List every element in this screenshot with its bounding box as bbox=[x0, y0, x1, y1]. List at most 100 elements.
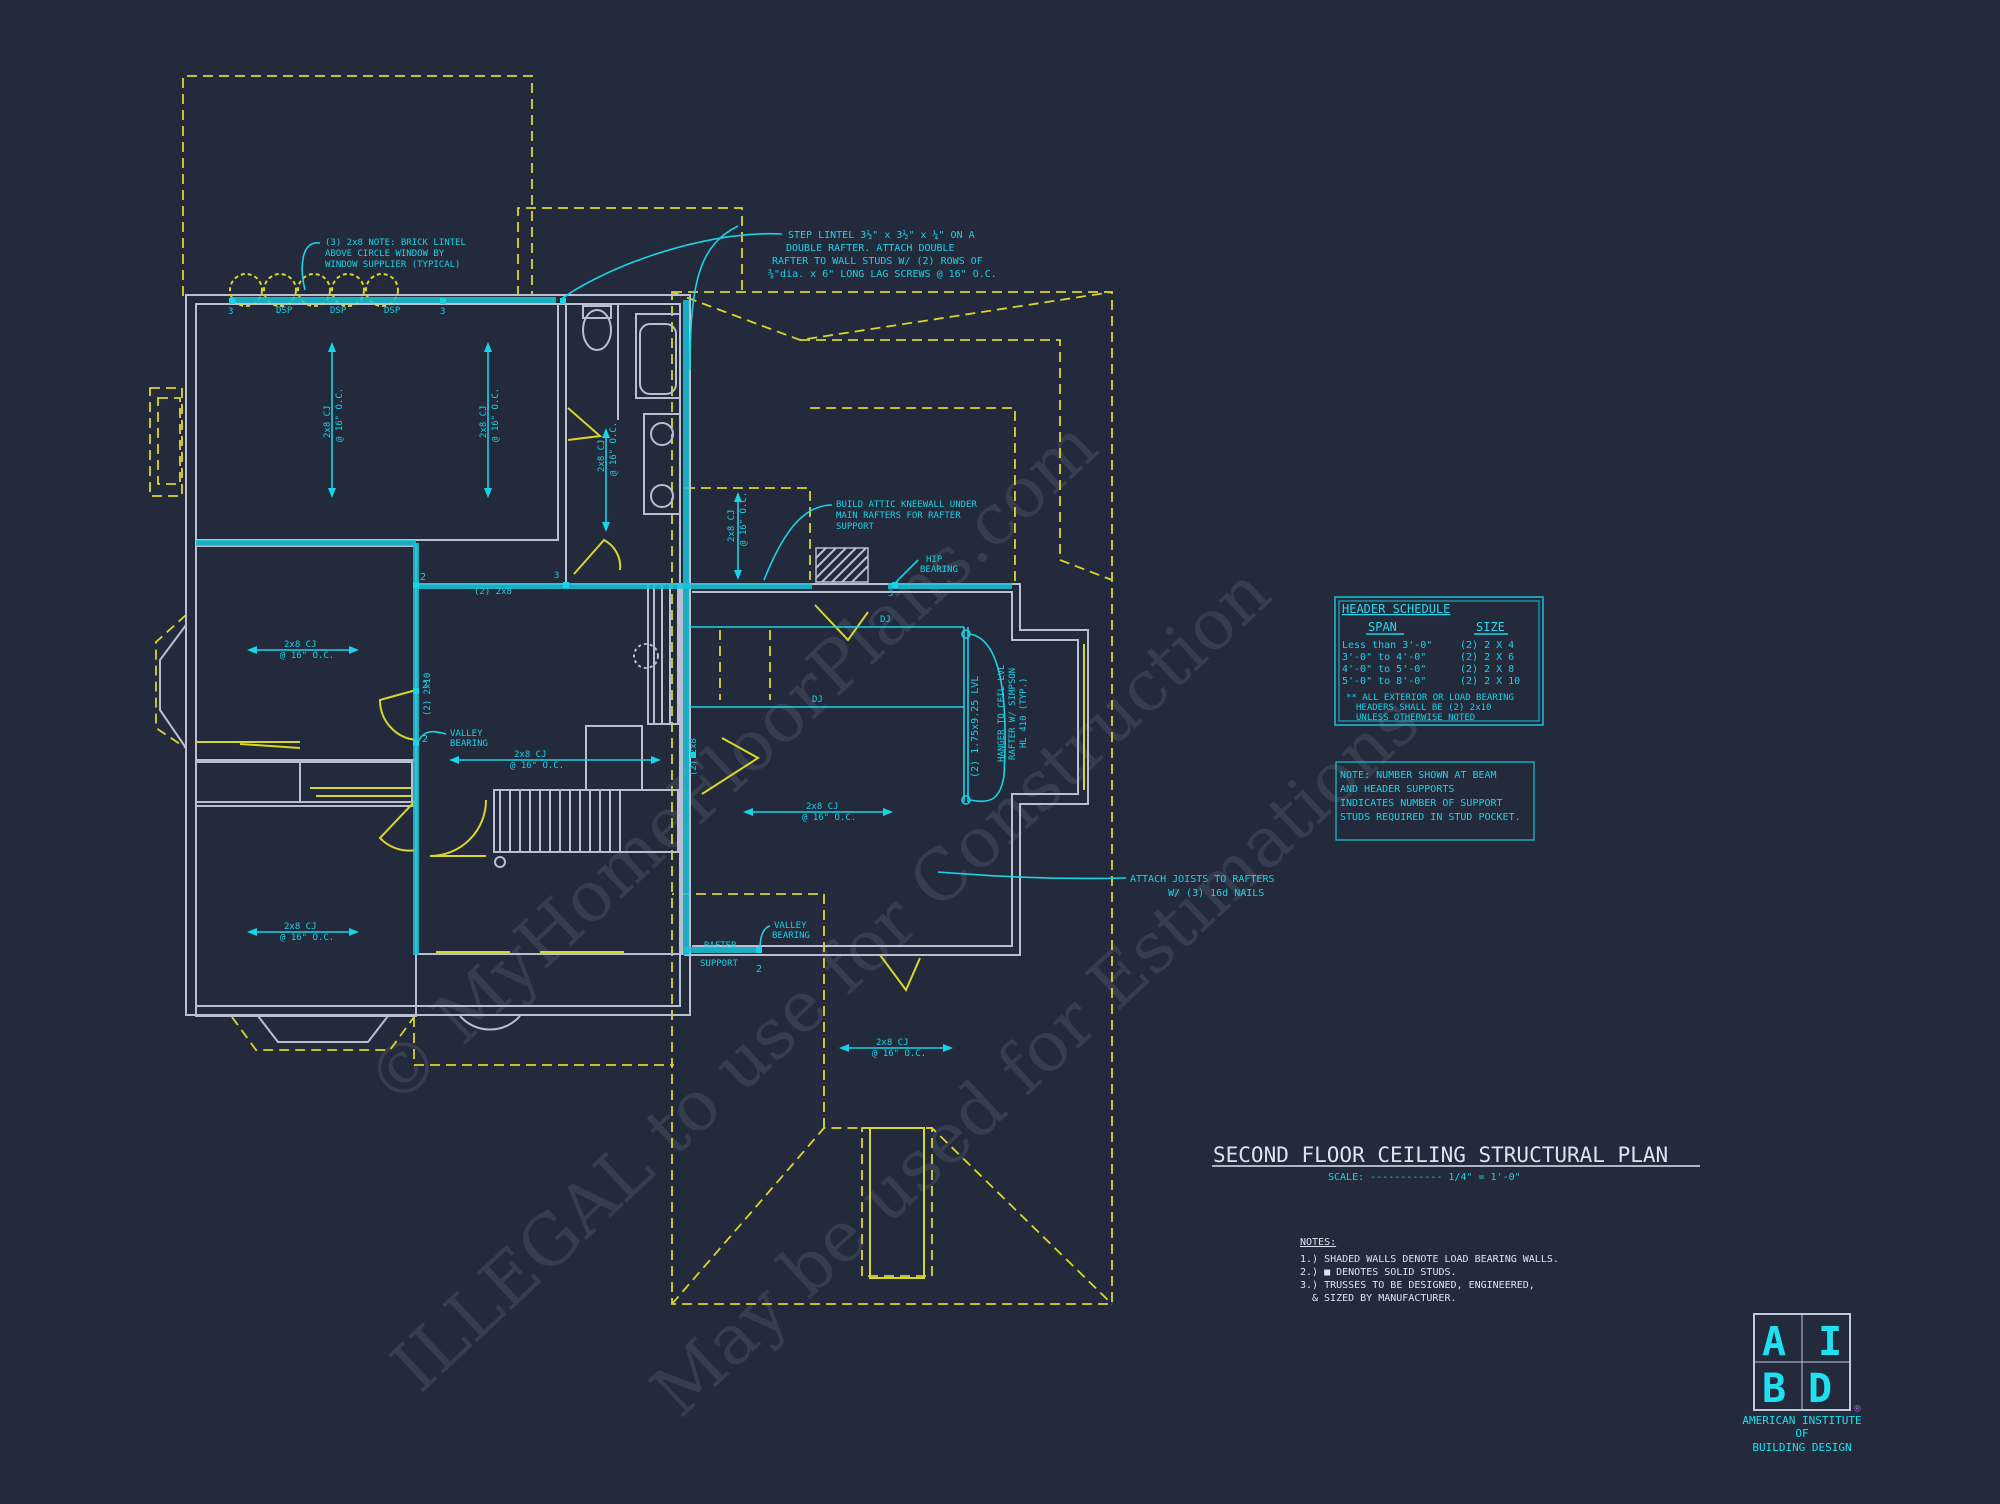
support-count: 2 bbox=[422, 734, 428, 745]
general-notes: NOTES: 1.) SHADED WALLS DENOTE LOAD BEAR… bbox=[1300, 1237, 1559, 1304]
hanger-note: HANGER TO CEIL LVL bbox=[997, 664, 1007, 762]
support-note-line: STUDS REQUIRED IN STUD POCKET. bbox=[1340, 812, 1521, 823]
brick-lintel-note: (3) 2x8 NOTE: BRICK LINTEL bbox=[325, 238, 466, 248]
joist-label-cj: 2x8 CJ bbox=[727, 509, 737, 542]
dj-label: DJ bbox=[880, 615, 891, 625]
kneewall-note: BUILD ATTIC KNEEWALL UNDER bbox=[836, 500, 977, 510]
joist-label-cj: 2x8 CJ bbox=[597, 439, 607, 472]
support-note: NOTE: NUMBER SHOWN AT BEAM AND HEADER SU… bbox=[1335, 761, 1535, 841]
valley-bearing-label: BEARING bbox=[772, 931, 810, 941]
note-item: 2.) ■ DENOTES SOLID STUDS. bbox=[1300, 1267, 1457, 1278]
schedule-footnote: HEADERS SHALL BE (2) 2x10 bbox=[1356, 703, 1491, 713]
hip-bearing-label: HIP bbox=[926, 555, 943, 565]
logo-text: OF bbox=[1795, 1427, 1808, 1440]
joist-label-oc: @ 16" O.C. bbox=[609, 422, 619, 476]
dsp-label: DSP bbox=[384, 306, 401, 316]
hanger-note: HL 410 (TYP.) bbox=[1019, 678, 1029, 748]
joist-label-oc: @ 16" O.C. bbox=[491, 388, 501, 442]
logo-text: AMERICAN INSTITUTE bbox=[1742, 1414, 1861, 1427]
rafter-support-label: RAFTER bbox=[704, 941, 737, 951]
joist-label-oc: @ 16" O.C. bbox=[802, 813, 856, 823]
schedule-span: 3'-0" to 4'-0" bbox=[1342, 652, 1426, 663]
header-schedule: HEADER SCHEDULE SPAN SIZE Less than 3'-0… bbox=[1334, 596, 1544, 726]
support-count: 3 bbox=[440, 307, 445, 317]
valley-bearing-label: BEARING bbox=[450, 739, 488, 749]
valley-bearing-label: VALLEY bbox=[450, 729, 483, 739]
header-schedule-col-span: SPAN bbox=[1368, 620, 1397, 634]
brick-lintel-note: ABOVE CIRCLE WINDOW BY bbox=[325, 249, 445, 259]
joist-label-oc: @ 16" O.C. bbox=[280, 933, 334, 943]
notes-title: NOTES: bbox=[1300, 1237, 1336, 1248]
support-count: 3 bbox=[888, 589, 893, 599]
joist-label-cj: 2x8 CJ bbox=[479, 405, 489, 438]
support-count: 3 bbox=[228, 307, 233, 317]
joist-label-cj: 2x8 CJ bbox=[876, 1038, 909, 1048]
step-lintel-note: RAFTER TO WALL STUDS W/ (2) ROWS OF bbox=[772, 256, 983, 267]
joist-label-oc: @ 16" O.C. bbox=[739, 492, 749, 546]
schedule-span: 4'-0" to 5'-0" bbox=[1342, 664, 1426, 675]
joist-arrows bbox=[247, 342, 953, 1052]
header-schedule-title: HEADER SCHEDULE bbox=[1342, 602, 1450, 616]
logo-letter-b: B bbox=[1762, 1366, 1786, 1412]
kneewall-note: SUPPORT bbox=[836, 522, 875, 532]
beam-label: (2) 2x8 bbox=[689, 738, 699, 776]
schedule-footnote: UNLESS OTHERWISE NOTED bbox=[1356, 713, 1475, 723]
callouts: (3) 2x8 NOTE: BRICK LINTEL ABOVE CIRCLE … bbox=[276, 225, 1275, 969]
roof-outline-group bbox=[149, 75, 1113, 1305]
logo-letter-i: I bbox=[1818, 1319, 1842, 1365]
joist-label-oc: @ 16" O.C. bbox=[510, 761, 564, 771]
logo-text: BUILDING DESIGN bbox=[1752, 1441, 1851, 1454]
dsp-label: DSP bbox=[276, 306, 293, 316]
schedule-span: 5'-0" to 8'-0" bbox=[1342, 676, 1426, 687]
note-item: 1.) SHADED WALLS DENOTE LOAD BEARING WAL… bbox=[1300, 1254, 1559, 1265]
joist-label-oc: @ 16" O.C. bbox=[335, 388, 345, 442]
beam-label: (2) 2x10 bbox=[423, 673, 433, 716]
hanger-note: RAFTER W/ SIMPSON bbox=[1008, 668, 1018, 760]
logo-letter-a: A bbox=[1762, 1319, 1786, 1365]
attach-joists-note: W/ (3) 16d NAILS bbox=[1168, 888, 1264, 899]
joist-label-cj: 2x8 CJ bbox=[323, 405, 333, 438]
step-lintel-note: ⅜"dia. x 6" LONG LAG SCREWS @ 16" O.C. bbox=[768, 268, 997, 280]
plan-title: SECOND FLOOR CEILING STRUCTURAL PLAN bbox=[1213, 1143, 1668, 1167]
lvl-beam-label: (2) 1.75x9.25 LVL bbox=[970, 676, 981, 778]
joist-label-cj: 2x8 CJ bbox=[514, 750, 547, 760]
schedule-footnote: ** ALL EXTERIOR OR LOAD BEARING bbox=[1346, 693, 1514, 703]
valley-bearing-label: VALLEY bbox=[774, 921, 807, 931]
support-count: 2 bbox=[422, 680, 428, 691]
load-bearing-walls bbox=[196, 297, 1012, 955]
schedule-size: (2) 2 X 4 bbox=[1460, 640, 1514, 651]
step-lintel-note: DOUBLE RAFTER. ATTACH DOUBLE bbox=[786, 243, 955, 254]
joist-label-oc: @ 16" O.C. bbox=[872, 1049, 926, 1059]
schedule-size: (2) 2 X 6 bbox=[1460, 652, 1514, 663]
joist-label-cj: 2x8 CJ bbox=[284, 640, 317, 650]
kneewall-note: MAIN RAFTERS FOR RAFTER bbox=[836, 511, 961, 521]
brick-lintel-note: WINDOW SUPPLIER (TYPICAL) bbox=[325, 260, 460, 270]
support-count: 3 bbox=[554, 571, 559, 581]
support-note-line: AND HEADER SUPPORTS bbox=[1340, 784, 1454, 795]
joist-label-cj: 2x8 CJ bbox=[806, 802, 839, 812]
schedule-size: (2) 2 X 8 bbox=[1460, 664, 1514, 675]
plan-title-block: SECOND FLOOR CEILING STRUCTURAL PLAN SCA… bbox=[1212, 1143, 1700, 1183]
support-count: 2 bbox=[420, 572, 426, 583]
hip-bearing-label: BEARING bbox=[920, 565, 958, 575]
rafter-support-label: SUPPORT bbox=[700, 959, 739, 969]
logo-registered: ® bbox=[1854, 1402, 1861, 1415]
note-item: 3.) TRUSSES TO BE DESIGNED, ENGINEERED, bbox=[1300, 1280, 1535, 1291]
step-lintel-note: STEP LINTEL 3½" x 3½" x ¼" ON A bbox=[788, 229, 975, 241]
support-note-line: NOTE: NUMBER SHOWN AT BEAM bbox=[1340, 770, 1497, 781]
plan-scale: SCALE: ------------ 1/4" = 1'-0" bbox=[1328, 1172, 1521, 1183]
schedule-span: Less than 3'-0" bbox=[1342, 640, 1432, 651]
logo-letter-d: D bbox=[1808, 1366, 1832, 1412]
note-item: & SIZED BY MANUFACTURER. bbox=[1312, 1293, 1457, 1304]
schedule-size: (2) 2 X 10 bbox=[1460, 676, 1520, 687]
joist-labels: 2x8 CJ @ 16" O.C. 2x8 CJ @ 16" O.C. 2x8 … bbox=[280, 388, 926, 1059]
joist-label-cj: 2x8 CJ bbox=[284, 922, 317, 932]
aibd-logo: A I B D ® AMERICAN INSTITUTE OF BUILDING… bbox=[1742, 1313, 1862, 1454]
dsp-label: DSP bbox=[330, 306, 347, 316]
dj-label: DJ bbox=[812, 695, 823, 705]
attach-joists-note: ATTACH JOISTS TO RAFTERS bbox=[1130, 874, 1275, 885]
support-count: 2 bbox=[756, 964, 762, 975]
header-schedule-col-size: SIZE bbox=[1476, 620, 1505, 634]
